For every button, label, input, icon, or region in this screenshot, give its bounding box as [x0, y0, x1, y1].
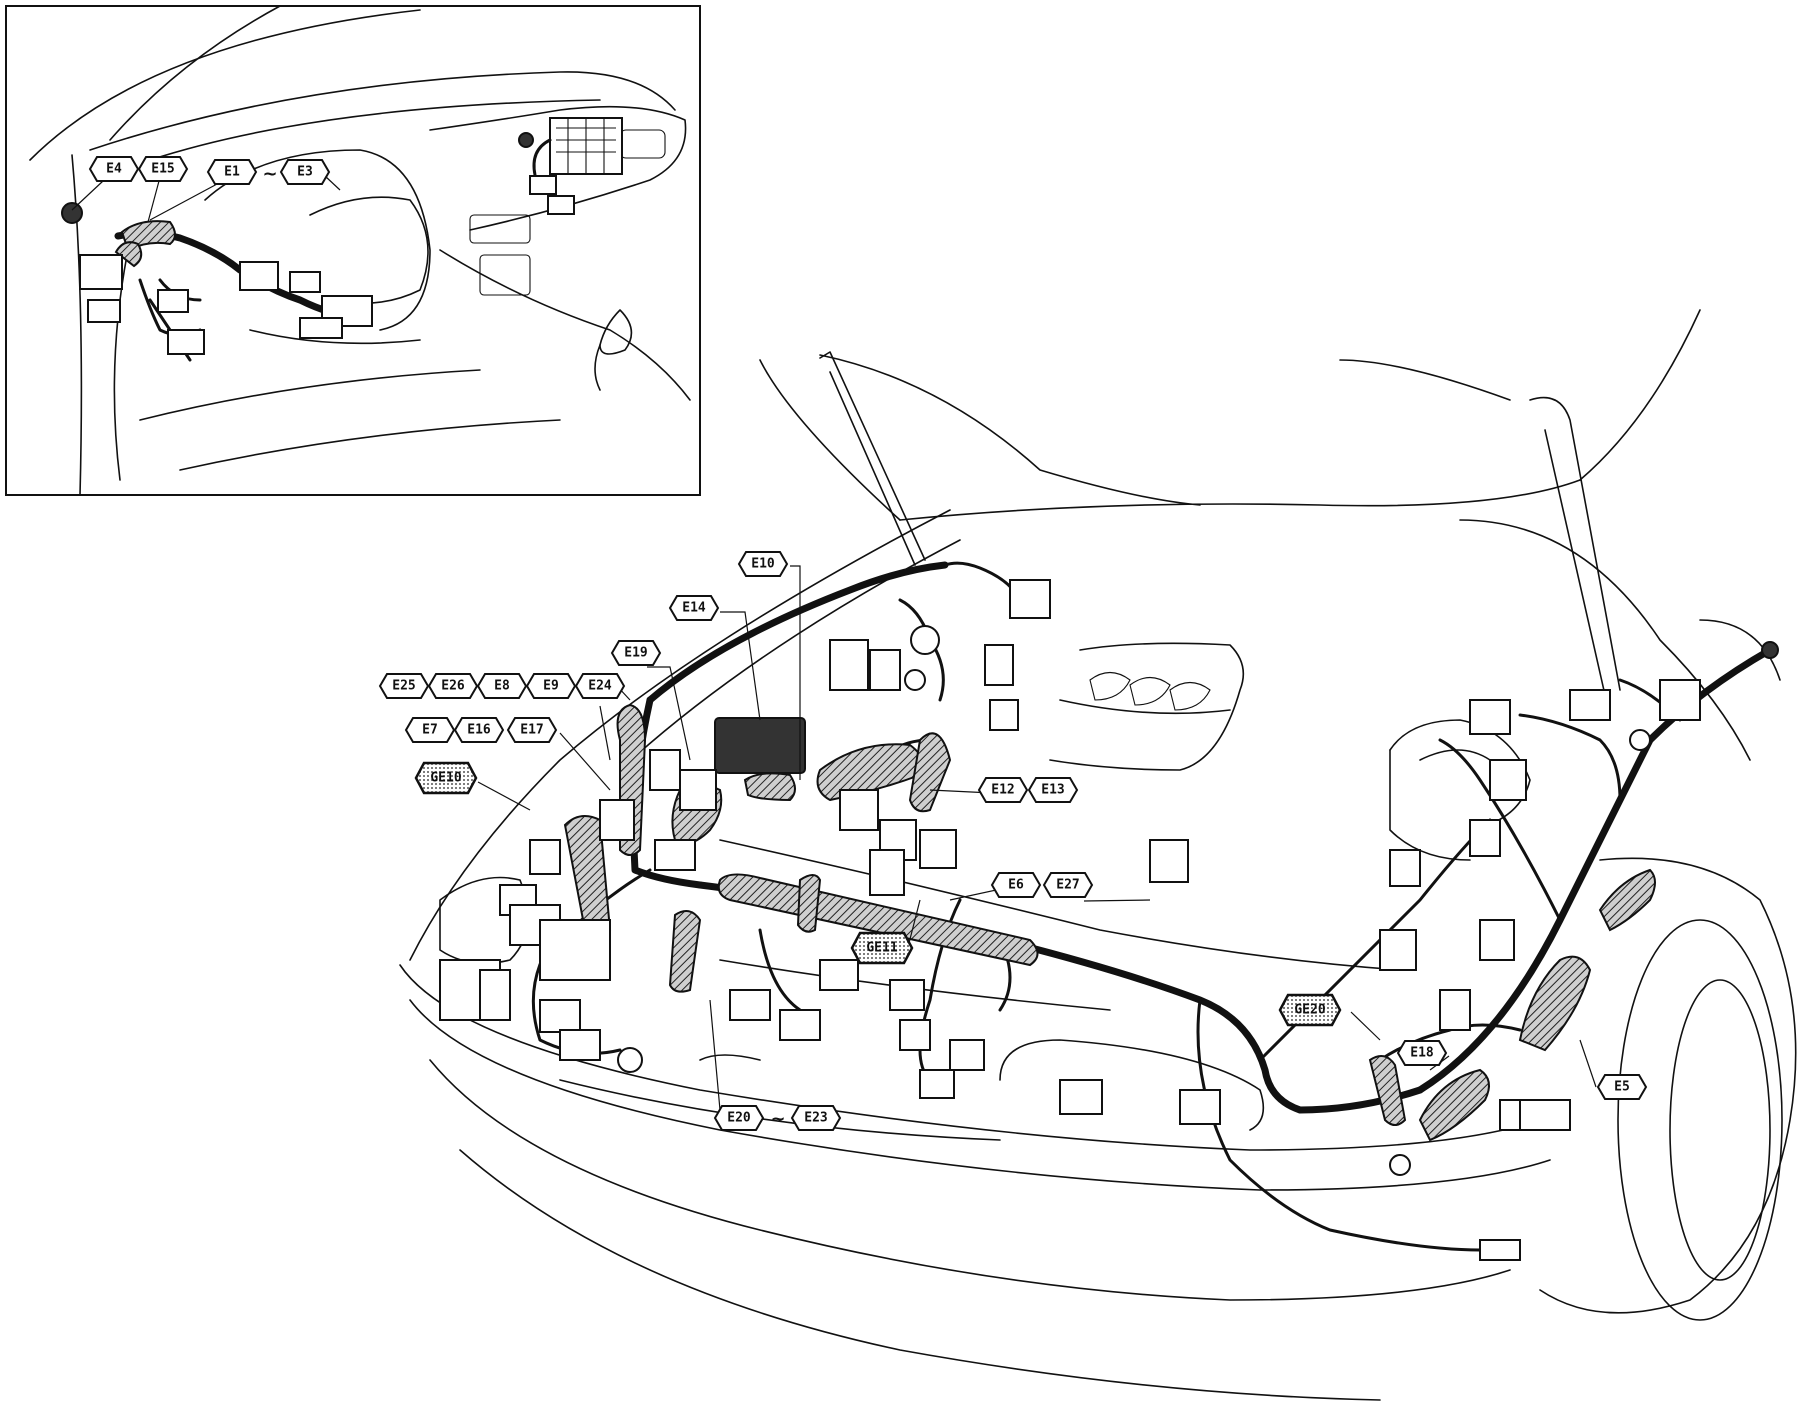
label-e8-text: E8 [494, 679, 510, 694]
label-e1: E1 [206, 159, 258, 185]
label-e17: E17 [506, 717, 558, 743]
label-e20: E20 [713, 1105, 765, 1131]
label-e17-text: E17 [520, 723, 543, 738]
label-e15-text: E15 [151, 162, 174, 177]
label-e19: E19 [610, 640, 662, 666]
label-e25: E25 [378, 673, 430, 699]
label-e14-text: E14 [682, 601, 706, 616]
label-e25-text: E25 [392, 679, 415, 694]
label-ge20-text: GE20 [1294, 1003, 1325, 1018]
label-e27-text: E27 [1056, 878, 1079, 893]
range-sep-e1-e3: ~ [262, 164, 277, 185]
label-e9-text: E9 [543, 679, 559, 694]
label-e24-text: E24 [588, 679, 612, 694]
label-e5-text: E5 [1614, 1080, 1630, 1095]
inset-frame [5, 5, 701, 496]
label-e4-text: E4 [106, 162, 122, 177]
label-e6: E6 [990, 872, 1042, 898]
main-harness [531, 561, 1774, 1252]
label-e19-text: E19 [624, 646, 647, 661]
label-e3: E3 [279, 159, 331, 185]
label-ge10: GE10 [414, 761, 478, 795]
engine-connectors [439, 579, 1779, 1261]
label-e14: E14 [668, 595, 720, 621]
label-ge11: GE11 [850, 931, 914, 965]
label-e4: E4 [88, 156, 140, 182]
label-e10-text: E10 [751, 557, 775, 572]
label-e18-text: E18 [1410, 1046, 1434, 1061]
range-sep-e20-e23: ~ [770, 1109, 785, 1130]
label-e18: E18 [1396, 1040, 1448, 1066]
label-e12-text: E12 [991, 783, 1014, 798]
label-e23-text: E23 [804, 1111, 827, 1126]
label-e23: E23 [790, 1105, 842, 1131]
callout-labels: E4 E15 E1 ~ E3 E10 E14 E19 E25 [88, 156, 1648, 1131]
label-e7: E7 [404, 717, 456, 743]
label-e13: E13 [1027, 777, 1079, 803]
label-ge20: GE20 [1278, 993, 1342, 1027]
label-ge10-text: GE10 [430, 771, 461, 786]
label-e16: E16 [453, 717, 505, 743]
label-e5: E5 [1596, 1074, 1648, 1100]
label-e6-text: E6 [1008, 878, 1024, 893]
label-e27: E27 [1042, 872, 1094, 898]
label-e1-text: E1 [224, 165, 240, 180]
label-e16-text: E16 [467, 723, 491, 738]
label-e8: E8 [476, 673, 528, 699]
inset-dashboard-view [5, 5, 701, 496]
label-e13-text: E13 [1041, 783, 1064, 798]
label-e9: E9 [525, 673, 577, 699]
label-e3-text: E3 [297, 165, 313, 180]
label-e26-text: E26 [441, 679, 465, 694]
label-e26: E26 [427, 673, 479, 699]
label-e20-text: E20 [727, 1111, 751, 1126]
label-ge11-text: GE11 [866, 941, 897, 956]
harness-sleeves [563, 703, 1656, 1142]
label-e15: E15 [137, 156, 189, 182]
label-e12: E12 [977, 777, 1029, 803]
label-e7-text: E7 [422, 723, 438, 738]
label-e24: E24 [574, 673, 626, 699]
label-e10: E10 [737, 551, 789, 577]
